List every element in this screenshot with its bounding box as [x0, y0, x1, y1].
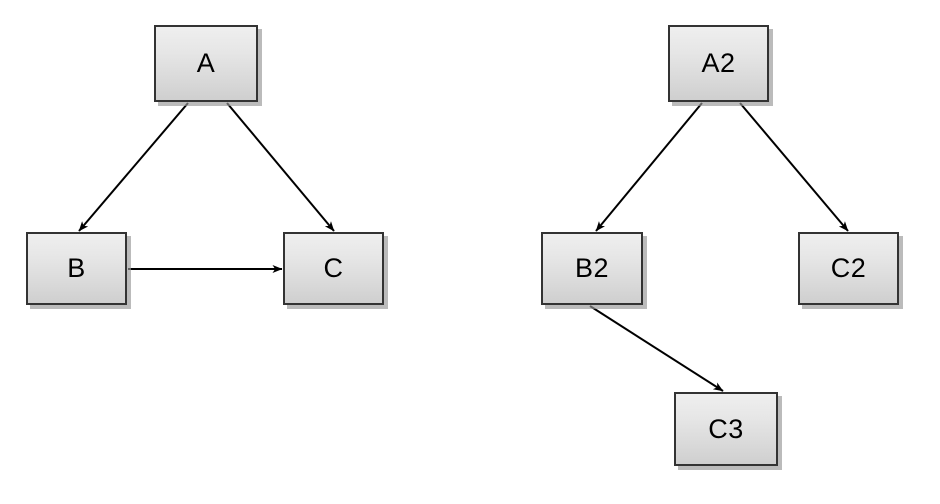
node-label-a: A: [196, 48, 216, 78]
node-a2[interactable]: A2: [668, 25, 769, 102]
node-b[interactable]: B: [26, 232, 127, 305]
edges-group: [78, 102, 849, 392]
node-c[interactable]: C: [283, 232, 384, 305]
edge-a-to-c: [226, 102, 335, 232]
node-c3[interactable]: C3: [674, 392, 778, 466]
node-a[interactable]: A: [154, 25, 258, 102]
edge-a2-to-b2: [595, 102, 703, 232]
node-label-c2: C2: [830, 253, 867, 283]
node-label-c3: C3: [708, 413, 744, 444]
node-label-b2: B2: [574, 253, 610, 283]
edge-a2-to-c2: [739, 102, 849, 232]
edge-a-to-b: [78, 102, 189, 232]
node-label-b: B: [67, 253, 86, 283]
node-b2[interactable]: B2: [541, 232, 643, 305]
edge-b2-to-c3: [589, 305, 724, 392]
node-label-c: C: [323, 253, 344, 283]
node-label-a2: A2: [701, 48, 736, 78]
node-c2[interactable]: C2: [798, 232, 899, 305]
